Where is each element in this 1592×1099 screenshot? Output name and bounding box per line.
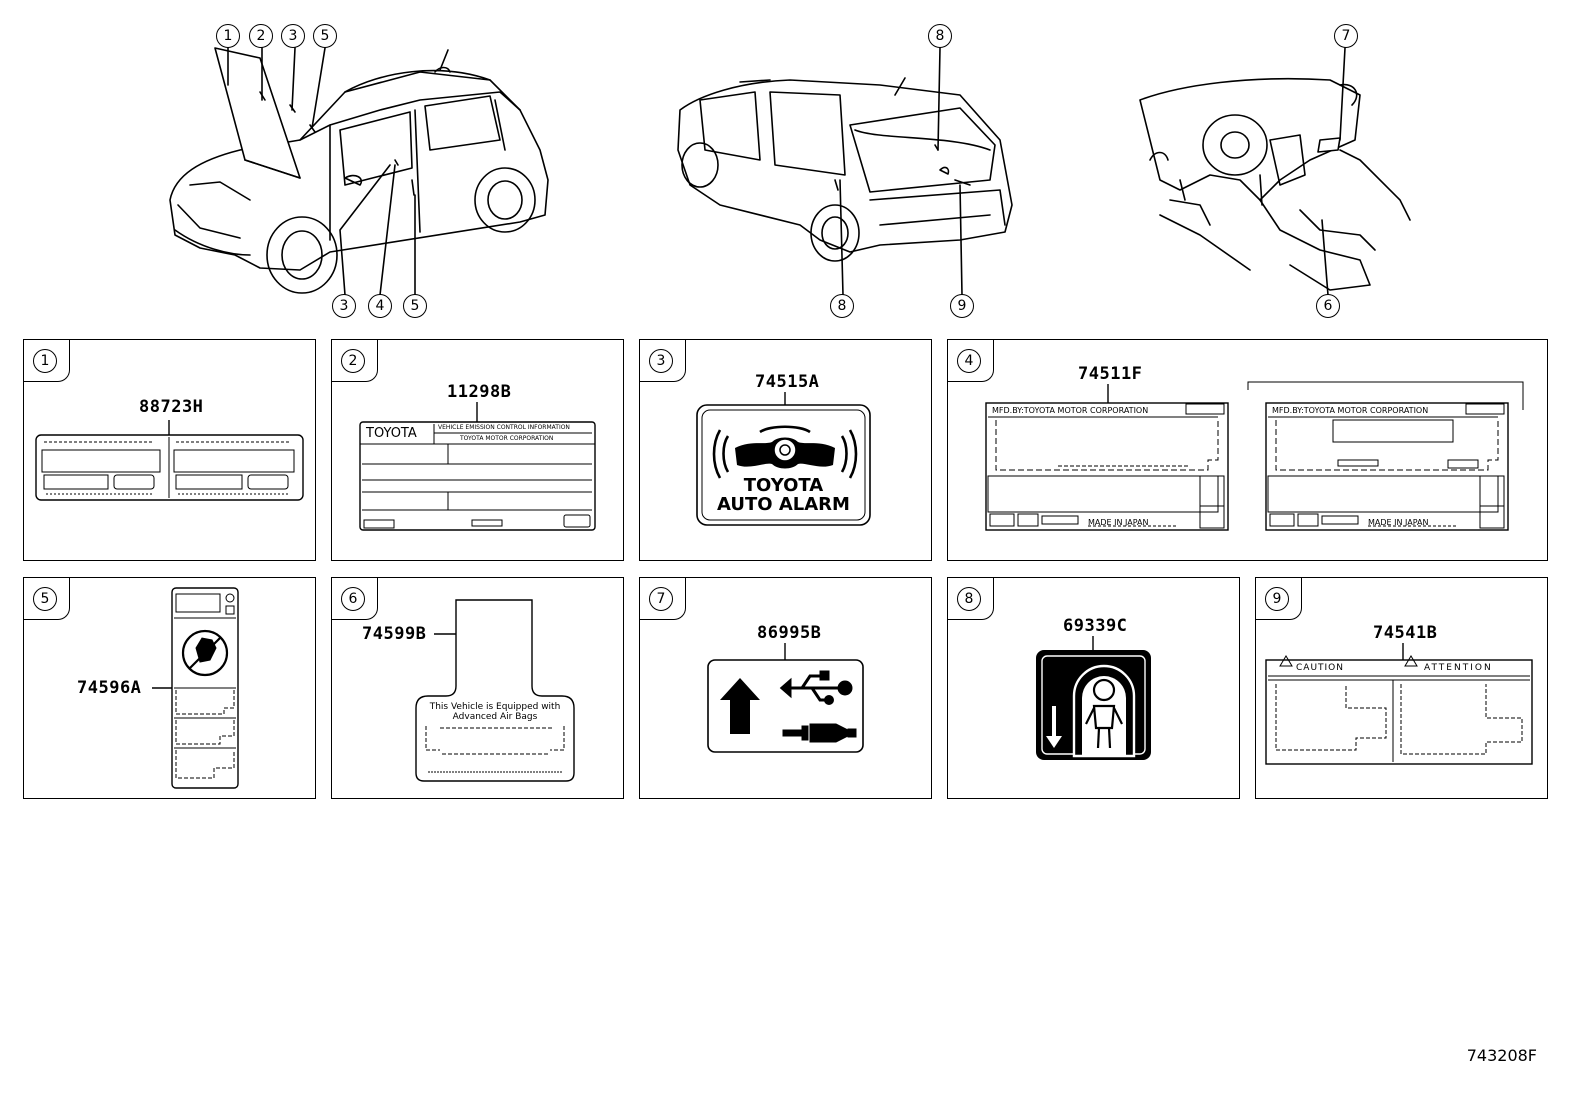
callout-front-3b: 3 xyxy=(332,294,356,318)
airbag-notice-line-1: This Vehicle is Equipped with xyxy=(429,702,561,712)
caution-label-drawing xyxy=(1265,643,1533,765)
caution-text: CAUTION xyxy=(1296,663,1344,673)
alarm-decal-text: TOYOTA AUTO ALARM xyxy=(697,476,870,514)
vin-origin-text-2: MADE IN JAPAN xyxy=(1368,518,1429,527)
vehicle-illustrations xyxy=(169,47,1411,296)
panel-7: 7 86995B xyxy=(639,577,932,799)
panel-8: 8 69339C xyxy=(947,577,1240,799)
callout-front-2: 2 xyxy=(249,24,273,48)
callout-front-1: 1 xyxy=(216,24,240,48)
auto-alarm-decal-drawing xyxy=(696,392,871,526)
aux-jack-icon xyxy=(782,723,857,743)
part-number: 88723H xyxy=(139,397,204,417)
panel-callout: 5 xyxy=(33,587,57,611)
callout-front-4: 4 xyxy=(368,294,392,318)
alarm-brand: TOYOTA xyxy=(743,475,824,496)
airbag-notice-line-2: Advanced Air Bags xyxy=(452,712,538,722)
alarm-caption: AUTO ALARM xyxy=(717,494,850,515)
label-74596a-drawing xyxy=(152,587,239,789)
front-car-illustration xyxy=(169,47,549,294)
part-number: 74515A xyxy=(755,372,820,392)
callout-rear-8: 8 xyxy=(928,24,952,48)
panel-callout: 1 xyxy=(33,349,57,373)
label-11298b-drawing xyxy=(359,402,596,531)
child-lock-decal-drawing xyxy=(1036,636,1151,760)
panel-5: 5 74596A xyxy=(23,577,316,799)
interior-illustration xyxy=(1139,77,1411,291)
part-number: 11298B xyxy=(447,382,512,402)
vin-manufacturer-text: MFD.BY:TOYOTA MOTOR CORPORATION xyxy=(992,406,1149,415)
panel-tab: 5 xyxy=(24,578,70,620)
panel-callout: 9 xyxy=(1265,587,1289,611)
panel-4: 4 74511F xyxy=(947,339,1548,561)
callout-rear-9: 9 xyxy=(950,294,974,318)
panel-6: 6 74599B This Vehicle is Equipped with A… xyxy=(331,577,624,799)
panel-2: 2 11298B TOYOTA VEHICLE EMISSION CONTROL… xyxy=(331,339,624,561)
callout-interior-7: 7 xyxy=(1334,24,1358,48)
callout-front-5: 5 xyxy=(313,24,337,48)
panel-callout: 8 xyxy=(957,587,981,611)
panel-tab: 8 xyxy=(948,578,994,620)
rear-car-illustration xyxy=(677,77,1013,262)
panel-tab: 2 xyxy=(332,340,378,382)
label-manufacturer-text: TOYOTA MOTOR CORPORATION xyxy=(460,435,554,442)
airbag-label-drawing xyxy=(415,599,575,782)
part-number: 74511F xyxy=(1078,364,1143,384)
label-88723h-drawing xyxy=(35,420,304,501)
part-number: 74599B xyxy=(362,624,427,644)
label-brand-text: TOYOTA xyxy=(366,426,417,441)
airbag-notice-text: This Vehicle is Equipped with Advanced A… xyxy=(416,702,574,722)
front-leaders xyxy=(227,47,416,296)
panel-callout: 6 xyxy=(341,587,365,611)
usb-aux-decal-drawing xyxy=(707,643,864,753)
panel-tab: 7 xyxy=(640,578,686,620)
callout-front-3: 3 xyxy=(281,24,305,48)
vin-labels-drawing xyxy=(985,381,1524,531)
panel-9: 9 74541B CAUTION ATTENTION xyxy=(1255,577,1548,799)
panel-callout: 7 xyxy=(649,587,673,611)
arrow-down-icon xyxy=(1046,706,1062,748)
callout-interior-6: 6 xyxy=(1316,294,1340,318)
child-figure-icon xyxy=(1085,678,1123,749)
panel-tab: 3 xyxy=(640,340,686,382)
arrow-up-icon xyxy=(720,678,760,734)
part-number: 86995B xyxy=(757,623,822,643)
panel-tab: 4 xyxy=(948,340,994,382)
panel-1: 1 88723H xyxy=(23,339,316,561)
label-emission-text: VEHICLE EMISSION CONTROL INFORMATION xyxy=(438,424,570,431)
panel-callout: 3 xyxy=(649,349,673,373)
panel-tab: 6 xyxy=(332,578,378,620)
usb-icon xyxy=(779,670,853,705)
vin-manufacturer-text-2: MFD.BY:TOYOTA MOTOR CORPORATION xyxy=(1272,406,1429,415)
panel-3: 3 74515A TOYOTA AUTO ALARM xyxy=(639,339,932,561)
part-number: 69339C xyxy=(1063,616,1128,636)
callout-rear-8b: 8 xyxy=(830,294,854,318)
callout-front-5b: 5 xyxy=(403,294,427,318)
attention-text: ATTENTION xyxy=(1424,663,1493,673)
diagram-id: 743208F xyxy=(1466,1046,1537,1065)
vin-origin-text: MADE IN JAPAN xyxy=(1088,518,1149,527)
panel-callout: 2 xyxy=(341,349,365,373)
panel-tab: 9 xyxy=(1256,578,1302,620)
rear-leaders xyxy=(839,47,963,296)
panel-tab: 1 xyxy=(24,340,70,382)
part-number: 74596A xyxy=(77,678,142,698)
part-number: 74541B xyxy=(1373,623,1438,643)
interior-leaders xyxy=(1321,47,1346,296)
panel-callout: 4 xyxy=(957,349,981,373)
